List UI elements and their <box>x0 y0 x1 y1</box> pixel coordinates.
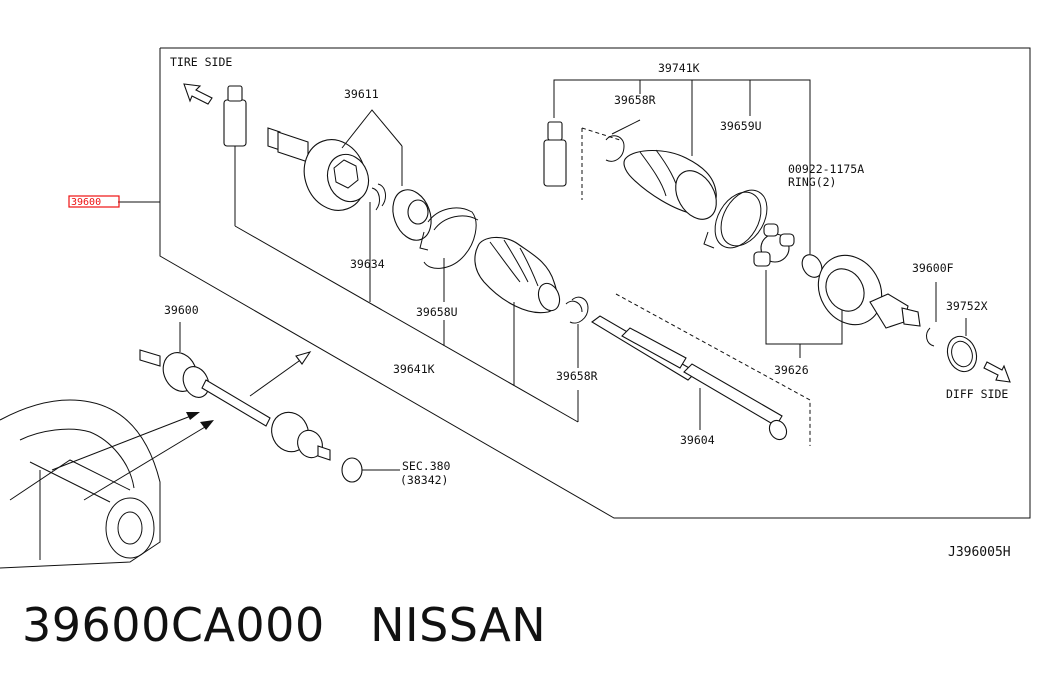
boot-band-small-right <box>605 119 641 162</box>
callout-39600F[interactable]: 39600F <box>912 261 954 275</box>
callout-sec380-sub[interactable]: (38342) <box>400 473 448 487</box>
boot-band-outer <box>419 207 479 269</box>
car-arrow-lower <box>83 420 214 501</box>
drive-shaft-assembly <box>139 349 363 483</box>
callout-39658R-upper[interactable]: 39658R <box>614 93 656 107</box>
callout-39741K[interactable]: 39741K <box>658 61 700 75</box>
callout-39600-assy[interactable]: 39600 <box>164 303 199 317</box>
highlighted-part-label[interactable]: 39600 <box>71 197 101 208</box>
oil-seal-39752X <box>946 335 978 373</box>
highlighted-part-box[interactable] <box>68 195 120 208</box>
inner-boot <box>623 149 717 220</box>
tire-side-label: TIRE SIDE <box>170 55 232 69</box>
ring-part <box>801 254 823 278</box>
diff-side-arrow-icon <box>983 361 1011 383</box>
grease-tube-right <box>543 121 567 187</box>
callout-39659U[interactable]: 39659U <box>720 119 762 133</box>
boot-band-large <box>703 189 768 249</box>
callout-ring[interactable]: RING(2) <box>788 175 836 189</box>
callout-00922-1175A[interactable]: 00922-1175A <box>788 162 864 176</box>
drive-shaft-39604 <box>591 315 788 441</box>
outer-cv-joint <box>267 127 370 211</box>
snap-ring-39634 <box>371 183 386 211</box>
explode-arrow-up <box>249 351 312 397</box>
callout-39752X[interactable]: 39752X <box>946 299 988 313</box>
callout-39611[interactable]: 39611 <box>344 87 379 101</box>
callout-39604[interactable]: 39604 <box>680 433 715 447</box>
callout-39658R-lower[interactable]: 39658R <box>556 369 598 383</box>
diagram-code: J396005H <box>948 545 1011 560</box>
tripod-spider <box>753 223 795 267</box>
callout-39658U[interactable]: 39658U <box>416 305 458 319</box>
vehicle-outline <box>0 399 161 569</box>
callout-39634[interactable]: 39634 <box>350 257 385 271</box>
diff-side-label: DIFF SIDE <box>946 387 1008 401</box>
tire-side-arrow-icon <box>183 83 213 105</box>
outer-boot <box>474 236 561 314</box>
brand-name: NISSAN <box>370 598 547 652</box>
inner-cv-housing <box>817 254 921 329</box>
part-number: 39600CA000 <box>22 598 325 652</box>
diagram-frame <box>159 47 1031 519</box>
car-arrow-upper <box>51 412 200 471</box>
callout-sec380[interactable]: SEC.380 <box>402 459 451 473</box>
parts-diagram: 39600 TIRE SIDE DIFF SIDE 39611 39634 <box>0 47 1031 569</box>
snap-ring-39600F <box>926 327 935 347</box>
part-footer: 39600CA000 NISSAN <box>22 598 546 652</box>
callout-39626[interactable]: 39626 <box>774 363 809 377</box>
grease-tube-left <box>223 85 579 423</box>
callout-39641K[interactable]: 39641K <box>393 362 435 376</box>
inner-race <box>392 189 432 241</box>
boot-band-small-left <box>565 296 589 324</box>
